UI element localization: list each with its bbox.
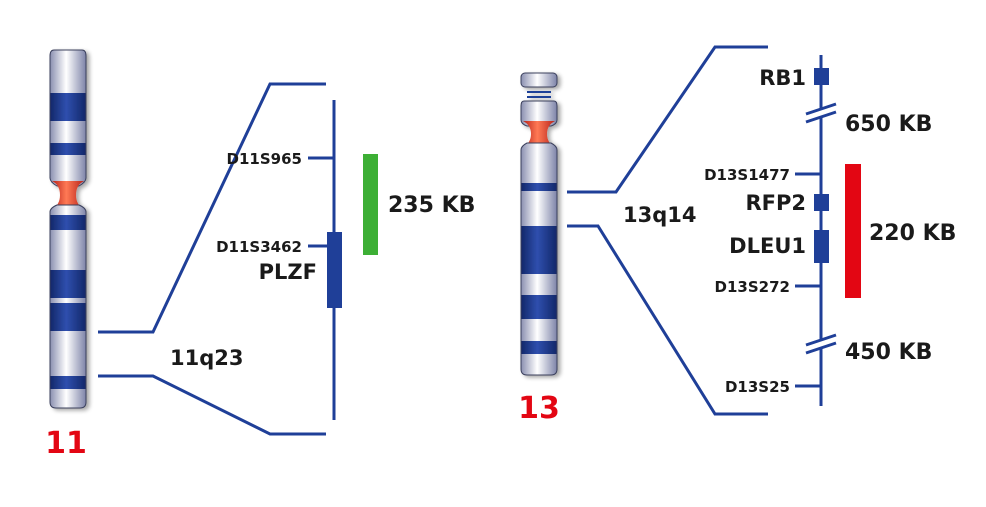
deletion-bar-220kb: [845, 164, 861, 298]
gene-block-PLZF: [327, 232, 342, 308]
marker-label-D11S965: D11S965: [227, 150, 302, 168]
gene-label-DLEU1: DLEU1: [729, 234, 806, 258]
chromosome-13-band: [521, 295, 557, 319]
chromosome-13-band: [521, 341, 557, 354]
gene-block-DLEU1: [814, 230, 829, 263]
gene-label-PLZF: PLZF: [259, 260, 317, 284]
marker-label-D13S1477: D13S1477: [704, 166, 790, 184]
chromosome-11-band: [50, 303, 86, 331]
chromosome-11-band: [50, 93, 86, 121]
chromosome-11-band: [50, 215, 86, 230]
gene-label-RFP2: RFP2: [745, 191, 806, 215]
chromosome-13-satellite: [520, 72, 558, 88]
chromosome-13-region-label: 13q14: [623, 203, 696, 227]
chromosome-11-band: [50, 376, 86, 389]
chromosome-11-number: 11: [45, 426, 87, 461]
axis-break-upper: [805, 102, 837, 124]
chromosome-11-centromere: [52, 181, 84, 209]
size-label-235kb: 235 KB: [388, 193, 475, 218]
chromosome-11-region-label: 11q23: [170, 346, 243, 370]
chromosome-13-band: [521, 226, 557, 274]
chromosome-11-band: [50, 143, 86, 155]
size-label-450kb: 450 KB: [845, 340, 932, 365]
gene-block-RB1: [814, 68, 829, 85]
chromosome-13-zoom-lines: [567, 45, 768, 416]
size-label-220kb: 220 KB: [869, 221, 956, 246]
chromosome-11-band: [50, 270, 86, 298]
marker-label-D11S3462: D11S3462: [216, 238, 302, 256]
chromosome-11-zoom-lines: [98, 82, 326, 436]
marker-label-D13S25: D13S25: [725, 378, 790, 396]
marker-label-D13S272: D13S272: [715, 278, 790, 296]
chromosome-11: [49, 49, 87, 409]
deletion-bar-235kb: [363, 154, 378, 255]
gene-label-RB1: RB1: [759, 66, 806, 90]
chromosome-13-band: [521, 183, 557, 191]
chromosome-13-p-arm: [520, 100, 558, 127]
gene-block-RFP2: [814, 194, 829, 211]
chromosome-13: [520, 72, 558, 376]
axis-break-lower: [805, 333, 837, 355]
chromosome-13-centromere: [523, 121, 555, 147]
chromosome-13-number: 13: [518, 391, 560, 426]
size-label-650kb: 650 KB: [845, 112, 932, 137]
